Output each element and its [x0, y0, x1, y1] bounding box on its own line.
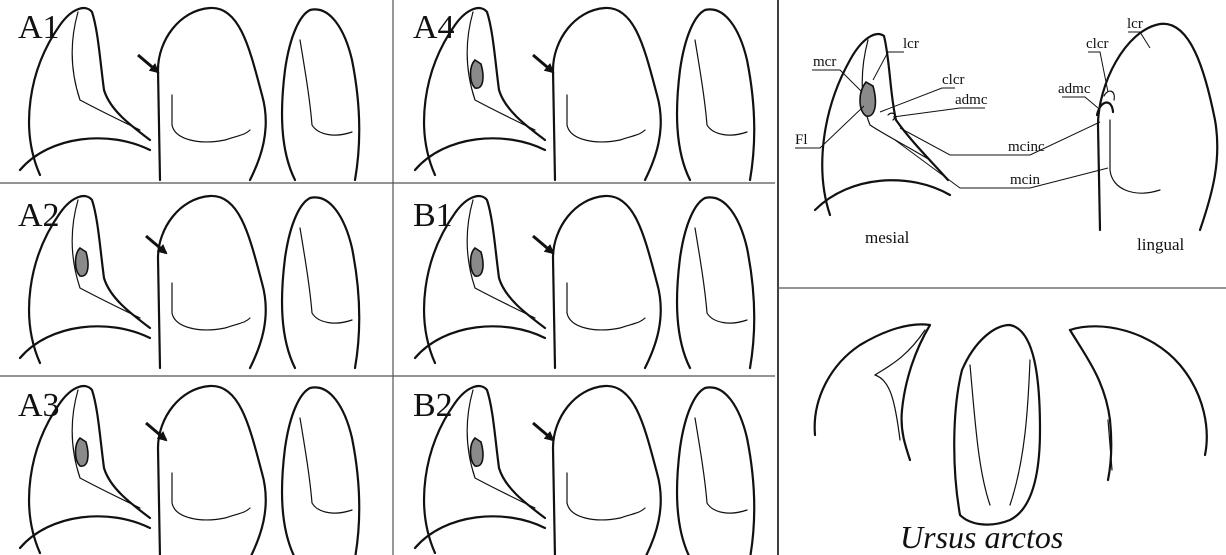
panel-label-a1: A1 — [18, 9, 60, 46]
fl-mark-b2 — [471, 438, 484, 466]
arrow-a1 — [138, 55, 158, 72]
lingual-view-a2 — [158, 196, 266, 368]
ursus-lingual-view — [954, 325, 1040, 525]
ursus-mesial-view — [815, 324, 930, 460]
lingual-view-b1 — [553, 196, 661, 368]
label-lcr-2: lcr — [1127, 16, 1143, 32]
arrow-a2 — [146, 236, 166, 253]
distal-view-b1 — [677, 197, 754, 368]
lingual-view-a3 — [158, 386, 266, 555]
label-admc: admc — [955, 92, 988, 108]
fl-mark-a3 — [76, 438, 89, 466]
species-name: Ursus arctos — [900, 519, 1063, 555]
distal-view-a1 — [282, 9, 359, 180]
panel-a2: A2 — [18, 196, 359, 368]
arrow-b2 — [533, 423, 553, 440]
panel-label-a4: A4 — [413, 9, 455, 46]
label-fl: Fl — [795, 132, 808, 148]
ursus-arctos-panel: Ursus arctos — [815, 324, 1207, 555]
lingual-view-a1 — [158, 8, 266, 180]
label-mcr: mcr — [813, 54, 836, 70]
label-lcr: lcr — [903, 36, 919, 52]
label-admc-2: admc — [1058, 81, 1091, 97]
panel-a1: A1 — [18, 8, 359, 180]
distal-view-a2 — [282, 197, 359, 368]
label-lingual: lingual — [1137, 235, 1184, 254]
distal-view-b2 — [677, 387, 754, 555]
panel-b1: B1 — [413, 196, 754, 368]
leader-mcinc — [900, 122, 1100, 155]
ursus-distal-view — [1070, 326, 1207, 480]
leader-mcin — [895, 140, 1108, 188]
label-mcinc: mcinc — [1008, 139, 1045, 155]
panel-label-a2: A2 — [18, 197, 60, 234]
panel-label-b1: B1 — [413, 197, 453, 234]
panel-a4: A4 — [413, 8, 754, 180]
fl-mark-a4 — [471, 60, 484, 88]
panel-a3: A3 — [18, 386, 359, 555]
panel-label-b2: B2 — [413, 387, 453, 424]
label-clcr-2: clcr — [1086, 36, 1108, 52]
lingual-view-a4 — [553, 8, 661, 180]
panel-b2: B2 — [413, 386, 754, 555]
fl-mark-b1 — [471, 248, 484, 276]
arrow-b1 — [533, 236, 553, 253]
lingual-view-b2 — [553, 386, 661, 555]
distal-view-a3 — [282, 387, 359, 555]
panel-label-a3: A3 — [18, 387, 60, 424]
label-clcr: clcr — [942, 72, 964, 88]
annotated-reference-panel: mcr lcr clcr admc Fl mcinc mcin clcr adm… — [795, 16, 1217, 254]
fl-mark-a2 — [76, 248, 89, 276]
leader-admc-2 — [1062, 97, 1098, 108]
leader-admc — [893, 108, 985, 117]
distal-view-a4 — [677, 9, 754, 180]
label-mesial: mesial — [865, 228, 910, 247]
arrow-a4 — [533, 55, 553, 72]
annotated-lingual-view — [1097, 24, 1217, 230]
label-mcin: mcin — [1010, 172, 1040, 188]
